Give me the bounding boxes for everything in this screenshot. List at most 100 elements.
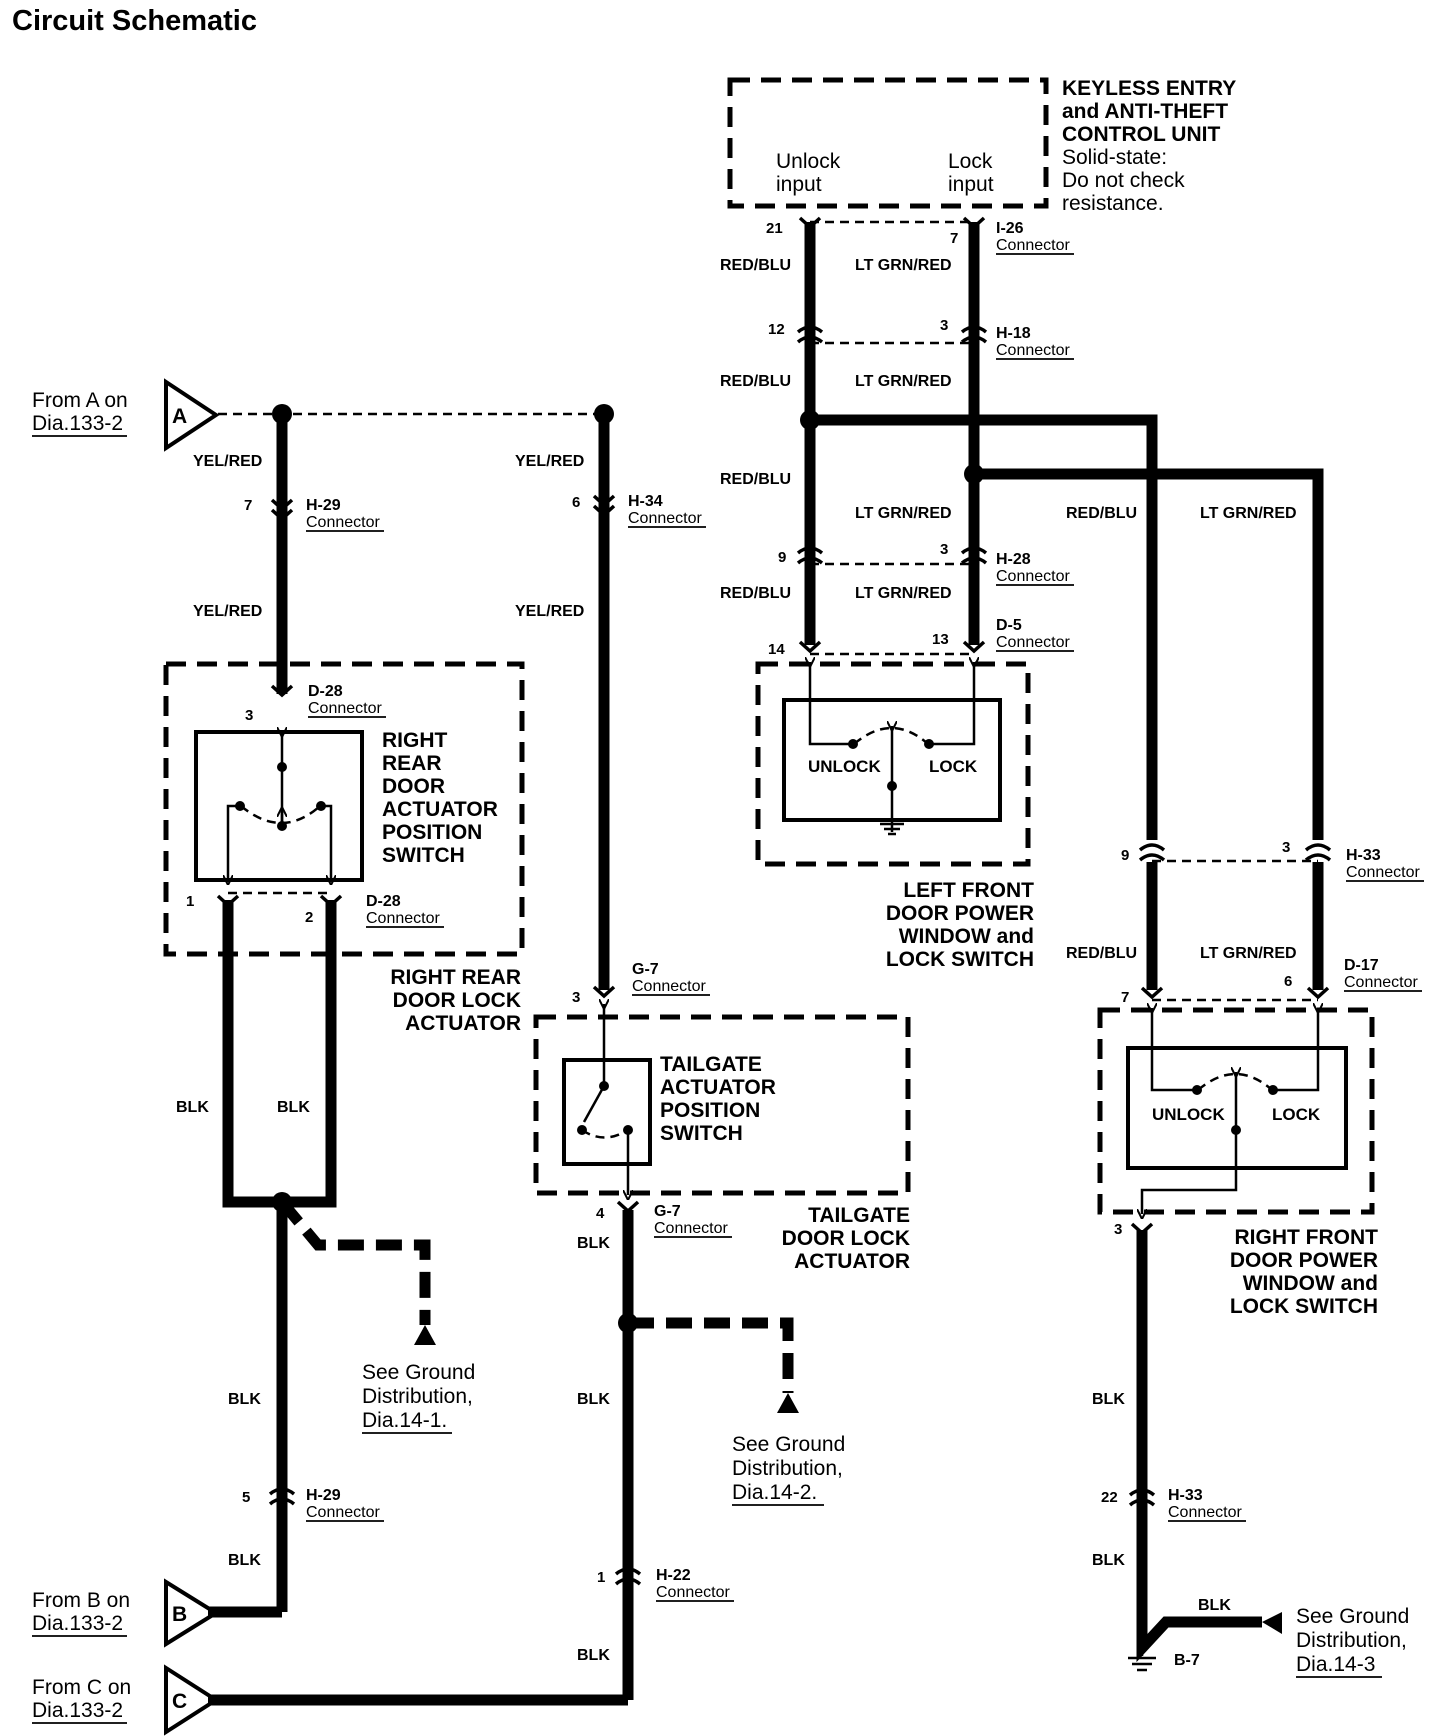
connector-word-label: Connector (996, 634, 1070, 651)
connectors-g7-label: G-7 (654, 1203, 681, 1220)
offpage-connectors[interactable]: A B C (164, 378, 220, 1736)
components-lf-switch-1-label: DOOR POWER (886, 902, 1034, 925)
components-tg-actuator-0-label: TAILGATE (808, 1204, 910, 1227)
connectors-h28-label: H-28 (996, 551, 1031, 568)
pins-g7-top-label: 3 (572, 989, 580, 1006)
connectors-h22-label: H-22 (656, 1567, 691, 1584)
pins-h28-b-label: 3 (940, 541, 948, 558)
right-rear-actuator-symbol (163, 661, 525, 957)
refs-ground1-1-label: Distribution, (362, 1385, 473, 1408)
lf-lock-label: LOCK (929, 757, 978, 776)
components-rr-actuator-0-label: RIGHT REAR (390, 966, 521, 989)
wire-colors-red-blu-label: RED/BLU (720, 373, 791, 390)
components-tg-switch-2-label: POSITION (660, 1099, 760, 1122)
dashed-links (218, 220, 1318, 1002)
keyless-note-1: Solid-state: (1062, 146, 1167, 169)
components-rr-switch-5-label: SWITCH (382, 844, 465, 867)
pins-i26-b-label: 7 (950, 230, 958, 247)
pins-h18-b-label: 3 (940, 317, 948, 334)
keyless-note-3: resistance. (1062, 192, 1164, 215)
offpage-b-letter: B (172, 1603, 187, 1626)
ground3-label: See Ground (1296, 1605, 1409, 1628)
components-tg-switch-0-label: TAILGATE (660, 1053, 762, 1076)
pins-i26-a-label: 21 (766, 220, 783, 237)
wire-colors-blk-label: BLK (176, 1099, 209, 1116)
connector-word-label: Connector (1346, 864, 1420, 881)
ground3-link[interactable]: Dia.14-3 (1296, 1653, 1375, 1676)
connector-word-label: Connector (996, 568, 1070, 585)
components-rr-switch-3-label: ACTUATOR (382, 798, 498, 821)
ground1-label: See Ground (362, 1361, 475, 1384)
components-rr-actuator-2-label: ACTUATOR (405, 1012, 521, 1035)
wire-colors-blk-label: BLK (228, 1391, 261, 1408)
connectors-h33-label: H-33 (1346, 847, 1381, 864)
connector-word-label: Connector (656, 1584, 730, 1601)
keyless-name-1: KEYLESS ENTRY (1062, 77, 1236, 100)
ground2-label: See Ground (732, 1433, 845, 1456)
pins-g7-bot-label: 4 (596, 1205, 605, 1222)
pins-d28-top-label: 3 (245, 707, 253, 724)
offpage-c[interactable] (164, 1664, 220, 1736)
pins-h28-a-label: 9 (778, 549, 786, 566)
wire-colors-lt-grn-red-label: LT GRN/RED (1200, 505, 1297, 522)
ground1-link[interactable]: Dia.14-1. (362, 1409, 447, 1432)
keyless-entry-control-unit: Unlock input Lock input KEYLESS ENTRY an… (727, 77, 1236, 215)
page-title: Circuit Schematic (12, 5, 257, 37)
wire-colors-lt-grn-red-label: LT GRN/RED (855, 373, 952, 390)
from-a-label: From A on (32, 389, 128, 412)
connector-word-label: Connector (654, 1220, 728, 1237)
keyless-name-3: CONTROL UNIT (1062, 123, 1220, 146)
wire-colors-blk-label: BLK (577, 1235, 610, 1252)
right-front-switch-symbol: UNLOCK LOCK (1097, 1008, 1375, 1214)
connectors-h18-label: H-18 (996, 325, 1031, 342)
from-b-link[interactable]: Dia.133-2 (32, 1612, 123, 1635)
pins-d5-b-label: 13 (932, 631, 949, 648)
components-rf-switch-0-label: RIGHT FRONT (1235, 1226, 1379, 1249)
keyless-note-2: Do not check (1062, 169, 1185, 192)
connector-word-label: Connector (996, 342, 1070, 359)
ground-symbols (414, 1325, 1282, 1672)
wire-colors-blk-label: BLK (1092, 1391, 1125, 1408)
wire-colors-blk-label: BLK (277, 1099, 310, 1116)
components-lf-switch-2-label: WINDOW and (899, 925, 1034, 948)
wire-colors-lt-grn-red-label: LT GRN/RED (855, 257, 952, 274)
offpage-b[interactable] (164, 1578, 220, 1648)
offpage-c-letter: C (172, 1690, 187, 1713)
wire-colors-lt-grn-red-label: LT GRN/RED (855, 585, 952, 602)
pin-numbers: 21 7 12 3 9 3 14 13 7 6 3 1 2 3 4 5 1 9 … (186, 220, 1292, 1586)
connectors-d5-label: D-5 (996, 617, 1022, 634)
connectors-d28-label: D-28 (308, 683, 343, 700)
connector-word-label: Connector (306, 514, 380, 531)
unlock-input-label-2: input (776, 173, 822, 196)
pins-h18-a-label: 12 (768, 321, 785, 338)
components-lf-switch-3-label: LOCK SWITCH (886, 948, 1034, 971)
components-rr-switch-0-label: RIGHT (382, 729, 448, 752)
offpage-a[interactable] (164, 378, 220, 452)
pins-h33-gnd-label: 22 (1101, 1489, 1118, 1506)
pins-h33-b-label: 3 (1282, 839, 1290, 856)
junction-dots (272, 404, 984, 1333)
components-rr-switch-4-label: POSITION (382, 821, 482, 844)
wire-colors-yel-red-label: YEL/RED (193, 453, 262, 470)
wire-colors-red-blu-label: RED/BLU (720, 585, 791, 602)
connectors-d28-label: D-28 (366, 893, 401, 910)
connector-word-label: Connector (628, 510, 702, 527)
connector-word-label: Connector (1168, 1504, 1242, 1521)
pins-d28-r-label: 2 (305, 909, 313, 926)
components-tg-switch-1-label: ACTUATOR (660, 1076, 776, 1099)
from-a-link[interactable]: Dia.133-2 (32, 412, 123, 435)
connector-word-label: Connector (1344, 974, 1418, 991)
wire-colors-blk-label: BLK (228, 1552, 261, 1569)
connector-word-label: Connector (306, 1504, 380, 1521)
components-rf-switch-1-label: DOOR POWER (1230, 1249, 1378, 1272)
left-front-switch-symbol: UNLOCK LOCK (755, 662, 1031, 867)
wire-colors-red-blu-label: RED/BLU (1066, 945, 1137, 962)
tailgate-actuator-symbol (533, 1004, 911, 1195)
from-c-link[interactable]: Dia.133-2 (32, 1699, 123, 1722)
reference-labels[interactable]: From A on Dia.133-2 From B on Dia.133-2 … (32, 389, 1409, 1724)
ground2-link[interactable]: Dia.14-2. (732, 1481, 817, 1504)
connectors-h29-label: H-29 (306, 1487, 341, 1504)
connectors-h34-label: H-34 (628, 493, 663, 510)
refs-ground2-1-label: Distribution, (732, 1457, 843, 1480)
